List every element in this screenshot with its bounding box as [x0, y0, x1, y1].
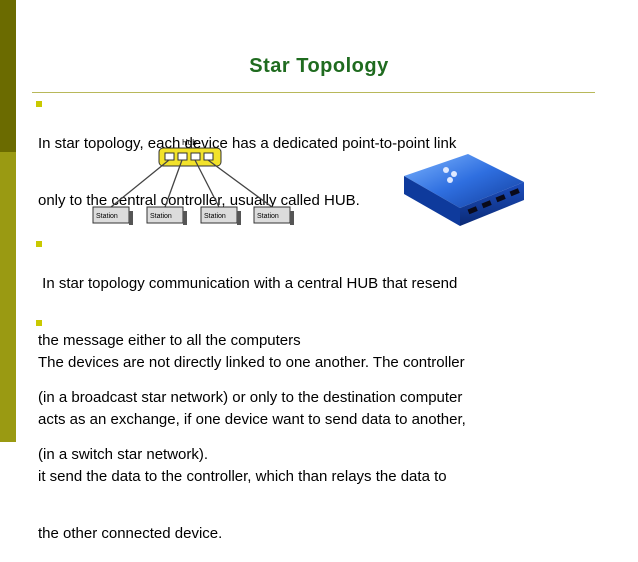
bullet-3-line-1: The devices are not directly linked to o… [38, 354, 465, 371]
hub-port [203, 152, 214, 161]
svg-text:Station: Station [150, 213, 172, 220]
bullet-2-line-3: (in a broadcast star network) or only to… [38, 389, 463, 406]
sidebar-light-band [0, 152, 16, 442]
slide-title: Star Topology [249, 55, 389, 77]
bullet-3-line-4: the other connected device. [38, 525, 223, 542]
star-topology-diagram: Hub Station Station Station Station [92, 138, 294, 225]
bullet-3-text: The devices are not directly linked to o… [38, 315, 466, 562]
bullet-marker [36, 101, 42, 107]
bullet-3-line-2: acts as an exchange, if one device want … [38, 411, 466, 428]
sidebar [0, 0, 16, 442]
svg-text:Station: Station [257, 213, 279, 220]
hub-device-image [404, 154, 524, 226]
svg-text:Station: Station [96, 213, 118, 220]
link-line [207, 159, 273, 208]
title-divider [32, 92, 595, 93]
link-line [194, 159, 220, 208]
hub-label: Hub [182, 138, 197, 147]
bullet-2-line-1: In star topology communication with a ce… [38, 275, 458, 292]
station-node: Station [146, 206, 187, 225]
link-line [110, 159, 170, 208]
station-node: Station [200, 206, 241, 225]
station-node: Station [92, 206, 133, 225]
bullet-2-line-2: the message either to all the computers [38, 332, 301, 349]
station-node: Station [253, 206, 294, 225]
hub-port [190, 152, 201, 161]
bullet-3-line-3: it send the data to the controller, whic… [38, 468, 447, 485]
link-line [164, 159, 183, 208]
sidebar-dark-band [0, 0, 16, 152]
svg-text:Station: Station [204, 213, 226, 220]
hub-port [177, 152, 188, 161]
hub-port [164, 152, 175, 161]
bullet-1-text: In star topology, each device has a dedi… [38, 96, 456, 229]
bullet-marker [36, 241, 42, 247]
bullet-1-line-2: only to the central controller, usually … [38, 192, 360, 209]
bullet-marker [36, 320, 42, 326]
